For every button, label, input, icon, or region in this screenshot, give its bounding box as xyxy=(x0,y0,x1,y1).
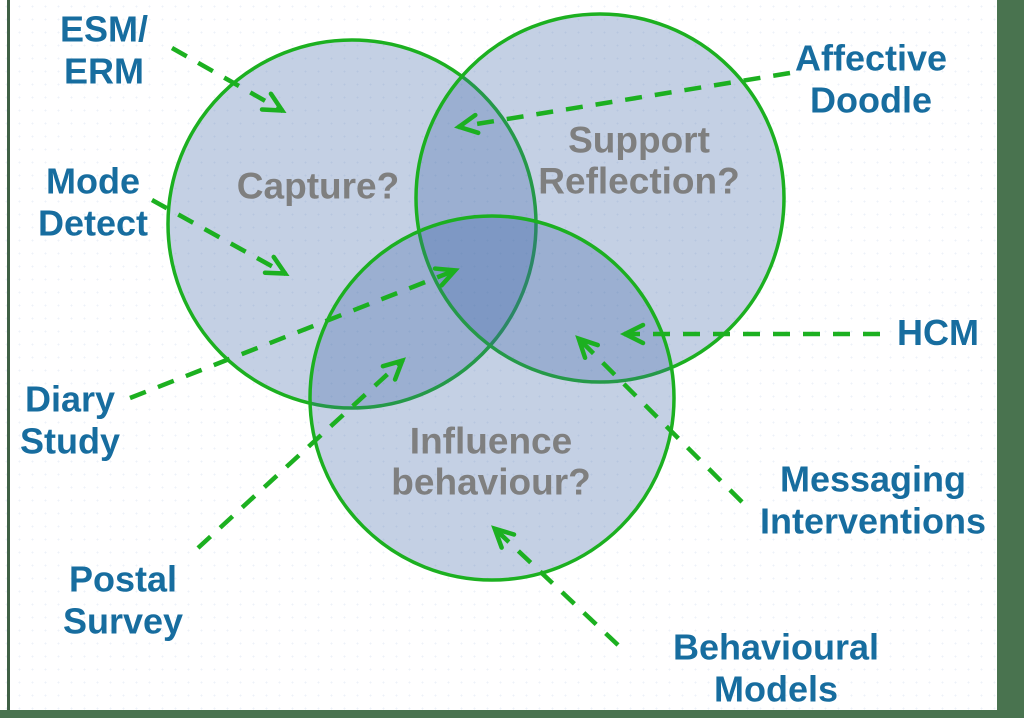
left-edge-line xyxy=(7,0,10,710)
esm-erm-arrow xyxy=(170,46,287,113)
right-edge-band xyxy=(997,0,1024,718)
support-reflection-circle xyxy=(414,12,786,384)
influence-behaviour-circle xyxy=(308,214,676,582)
postal-survey-label: Postal Survey xyxy=(62,558,184,642)
postal-survey-arrow xyxy=(196,357,406,550)
mode-detect-arrow xyxy=(150,198,290,276)
behavioural-models-label: Behavioural Models xyxy=(672,626,880,710)
hcm-label: HCM xyxy=(897,311,979,353)
bottom-edge-band xyxy=(0,710,1024,718)
affective-doodle-arrow xyxy=(454,70,791,136)
messaging-interventions-label: Messaging Interventions xyxy=(759,458,987,542)
diary-study-label: Diary Study xyxy=(19,378,121,462)
support-reflection-region-title: Support Reflection? xyxy=(538,119,740,201)
influence-behaviour-region-title: Influence behaviour? xyxy=(391,420,591,502)
esm-erm-label: ESM/ ERM xyxy=(59,8,149,92)
affective-doodle-label: Affective Doodle xyxy=(794,37,948,121)
messaging-interventions-arrow xyxy=(575,335,744,504)
mode-detect-label: Mode Detect xyxy=(37,160,149,244)
capture-region-title: Capture? xyxy=(236,165,400,207)
capture-circle xyxy=(166,38,538,410)
